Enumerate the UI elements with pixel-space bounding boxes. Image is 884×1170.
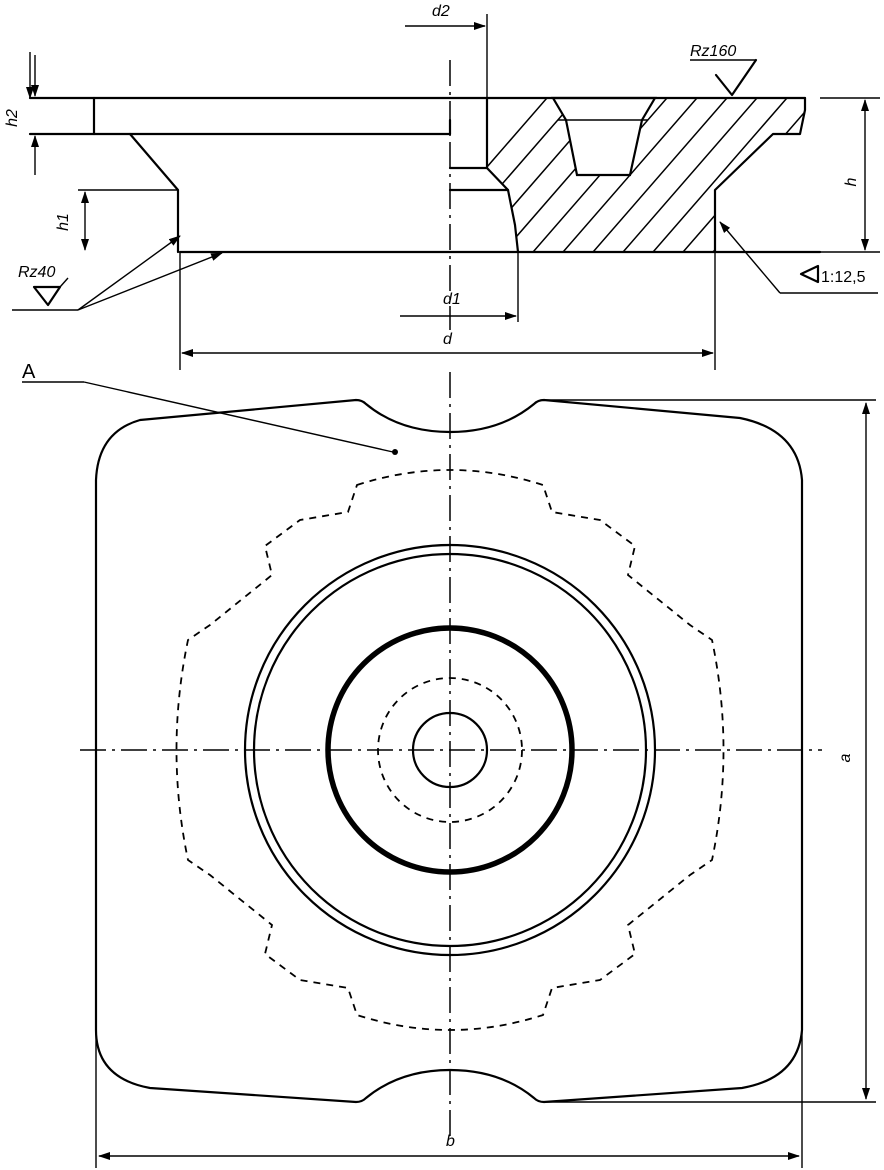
label-a-view: A <box>22 361 36 383</box>
label-rz160: Rz160 <box>690 43 736 60</box>
label-a: a <box>837 753 854 762</box>
taper-triangle-icon <box>799 264 820 284</box>
section-hatching <box>487 98 805 252</box>
surface-roughness-icon <box>690 58 758 97</box>
section-view: h2 h1 h d2 d1 d Rz160 <box>4 3 880 370</box>
surface-roughness-icon <box>12 235 223 311</box>
leader-dot <box>392 449 398 455</box>
label-d2: d2 <box>432 3 450 20</box>
plan-view: A a b <box>22 361 876 1168</box>
label-d: d <box>443 331 453 348</box>
label-taper: 1:12,5 <box>821 269 866 286</box>
label-b: b <box>446 1133 455 1150</box>
label-h2: h2 <box>4 109 21 127</box>
label-h1: h1 <box>55 213 72 231</box>
label-h: h <box>843 177 860 186</box>
plan-dashed-profile <box>175 469 725 1031</box>
plan-outline <box>94 398 804 1104</box>
label-rz40: Rz40 <box>18 264 55 281</box>
label-d1: d1 <box>443 291 461 308</box>
